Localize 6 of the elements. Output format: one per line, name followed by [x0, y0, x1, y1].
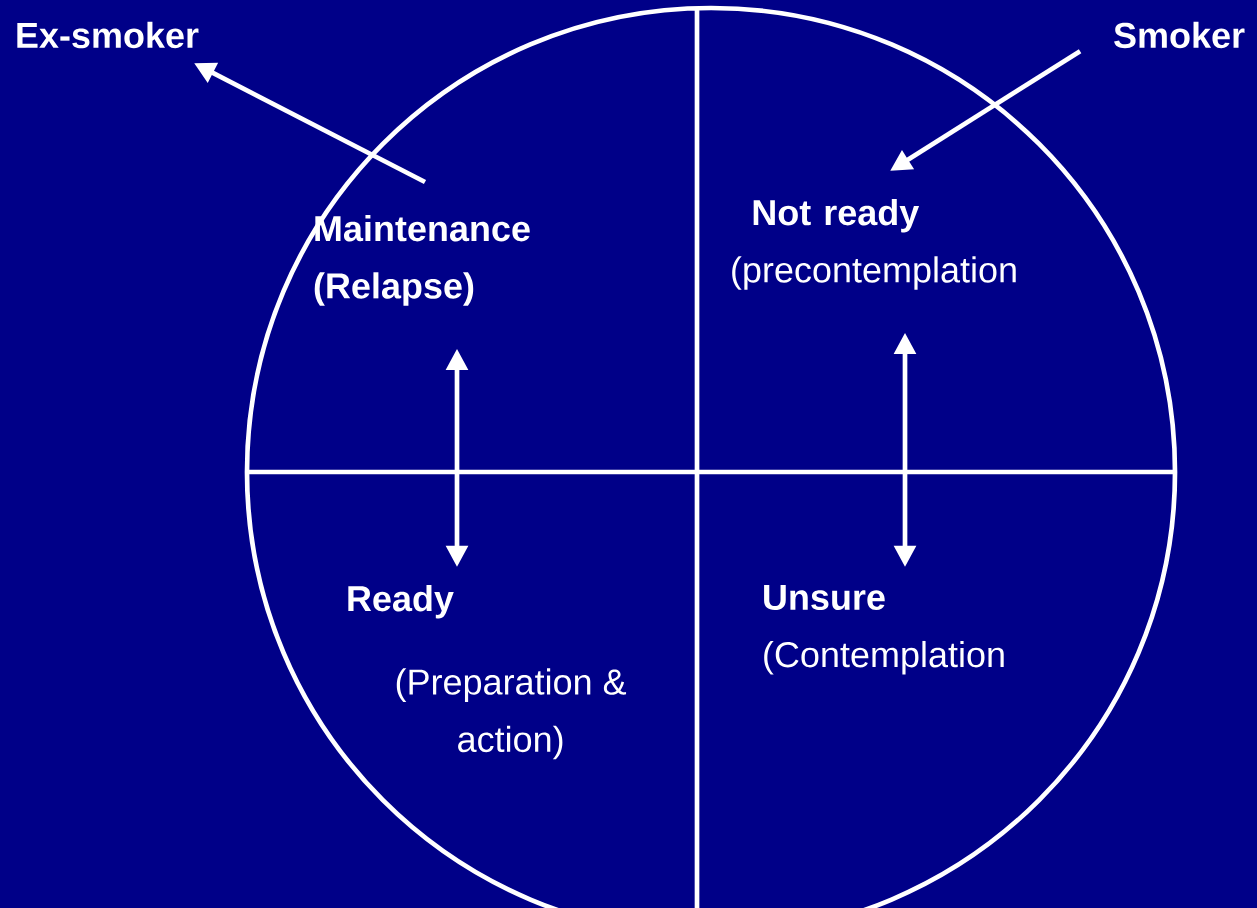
- stage-label: Ready (Preparation & action): [348, 584, 627, 760]
- stage-label: Not ready (precontemplation: [732, 198, 1016, 290]
- stage-label: Unsure (Contemplation: [764, 584, 1004, 675]
- status-label: Smoker: [1114, 21, 1245, 49]
- status-label: Ex-smoker: [17, 21, 199, 49]
- stage-label: Maintenance (Relapse): [314, 214, 530, 306]
